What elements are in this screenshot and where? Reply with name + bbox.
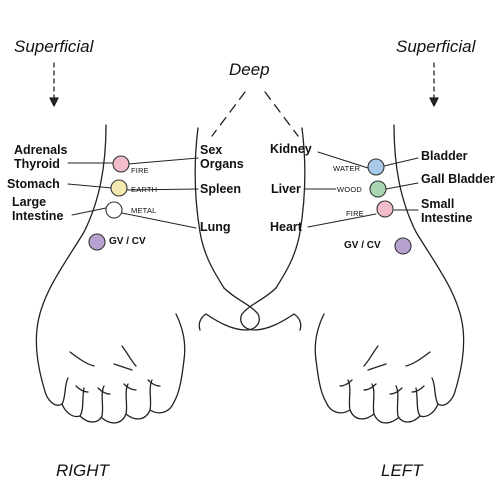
leader-spleen xyxy=(125,188,199,191)
element-label-right-metal: METAL xyxy=(131,206,157,215)
element-label-left-wood: WOOD xyxy=(337,185,362,194)
label-stomach: Stomach xyxy=(7,177,60,191)
hand-label-right: RIGHT xyxy=(56,461,109,480)
element-label-left-water: WATER xyxy=(333,164,361,173)
gv-cv-label-left: GV / CV xyxy=(344,240,381,251)
label-adrenals: Adrenals xyxy=(14,143,68,157)
label-heart: Heart xyxy=(270,220,302,234)
leader-gall-bladder xyxy=(385,182,419,190)
right-earth-point xyxy=(110,179,128,197)
deep-label: Deep xyxy=(229,60,270,79)
left-water-point xyxy=(367,158,385,176)
label-small-intestine: Small Intestine xyxy=(421,197,473,225)
gv-cv-label-right: GV / CV xyxy=(109,236,146,247)
arrow-superficial-left-hand xyxy=(429,62,439,107)
label-spleen: Spleen xyxy=(200,182,241,196)
hand-label-left: LEFT xyxy=(381,461,423,480)
label-bladder: Bladder xyxy=(421,149,468,163)
label-large-intestine: Large Intestine xyxy=(12,195,64,223)
left-wood-point xyxy=(369,180,387,198)
leader-large-intestine xyxy=(71,207,107,216)
label-liver: Liver xyxy=(271,182,301,196)
arrow-superficial-right-hand xyxy=(49,62,59,107)
leader-heart xyxy=(307,213,377,228)
leader-stomach xyxy=(67,183,113,189)
deep-line-right xyxy=(211,91,246,137)
left-gv-cv-point xyxy=(394,237,412,255)
element-label-right-fire: FIRE xyxy=(131,166,149,175)
element-label-right-earth: EARTH xyxy=(131,185,158,194)
label-kidney: Kidney xyxy=(270,142,312,156)
leader-lung xyxy=(121,212,197,229)
label-thyroid: Thyroid xyxy=(14,157,60,171)
label-lung: Lung xyxy=(200,220,231,234)
leader-bladder xyxy=(383,157,419,167)
label-sex-organs: Sex Organs xyxy=(200,143,244,171)
leader-sex-organs xyxy=(127,157,199,165)
left-fire-point xyxy=(376,200,394,218)
leader-kidney xyxy=(317,151,369,169)
deep-line-left xyxy=(264,91,299,137)
right-hand-outline xyxy=(35,124,260,424)
superficial-label-right-hand: Superficial xyxy=(14,37,94,56)
right-fire-point xyxy=(112,155,130,173)
right-metal-point xyxy=(105,201,123,219)
label-gall-bladder: Gall Bladder xyxy=(421,172,495,186)
right-gv-cv-point xyxy=(88,233,106,251)
superficial-label-left-hand: Superficial xyxy=(396,37,476,56)
element-label-left-fire: FIRE xyxy=(346,209,364,218)
